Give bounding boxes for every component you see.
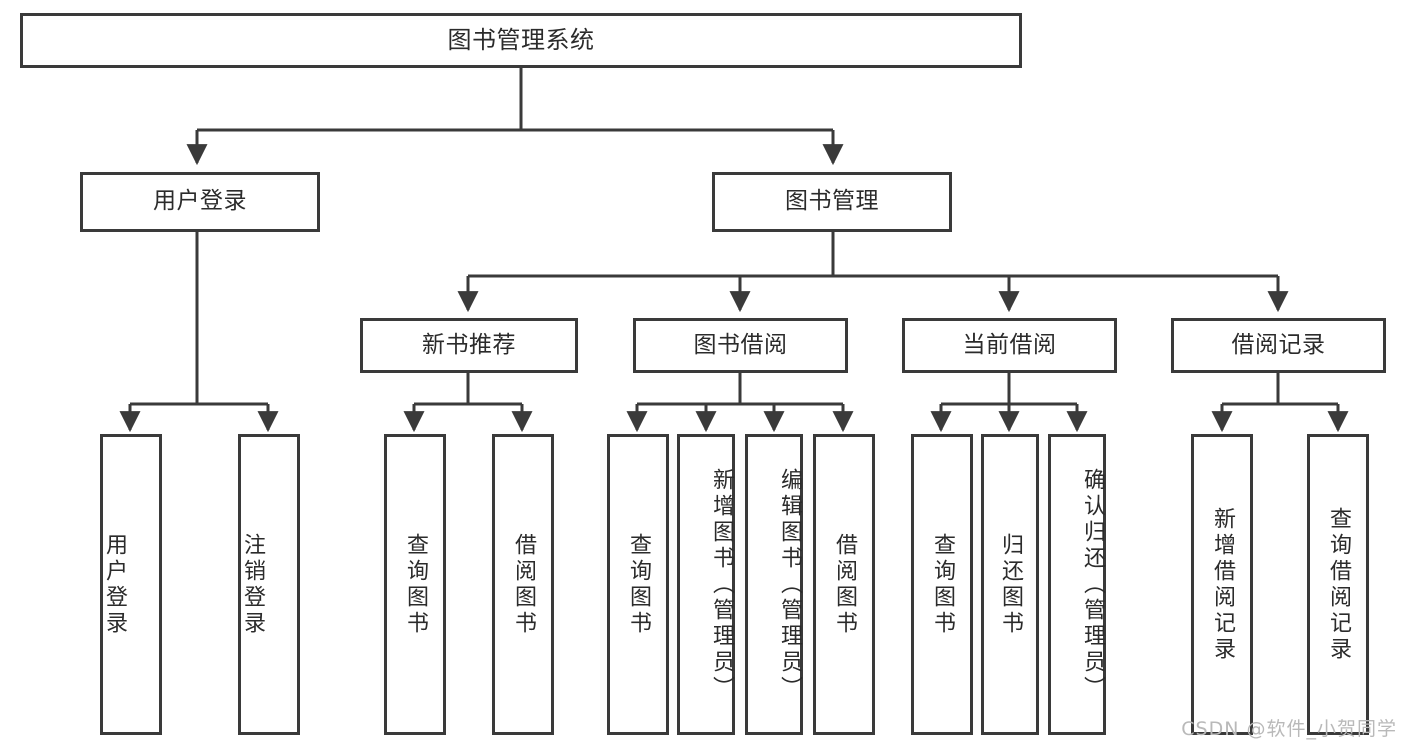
node-label: 确认归还（管理员） [1080,467,1105,702]
node-label: 当前借阅 [962,331,1057,358]
node-label: 注销登录 [240,532,265,637]
leaf-current-query-book[interactable]: 查询图书 [911,434,973,735]
leaf-borrow-borrow-book[interactable]: 借阅图书 [813,434,875,735]
node-current-borrow[interactable]: 当前借阅 [902,318,1117,373]
leaf-record-add-record[interactable]: 新增借阅记录 [1191,434,1253,735]
leaf-new-book-borrow[interactable]: 借阅图书 [492,434,554,735]
leaf-user-login-login[interactable]: 用户登录 [100,434,162,735]
node-label: 新增图书（管理员） [709,467,734,702]
node-new-book-recommend[interactable]: 新书推荐 [360,318,578,373]
node-label: 新书推荐 [422,331,516,358]
node-label: 查询图书 [930,532,955,637]
node-label: 归还图书 [998,532,1023,637]
node-root-system[interactable]: 图书管理系统 [20,13,1022,68]
node-label: 查询图书 [403,532,428,637]
node-borrow-record[interactable]: 借阅记录 [1171,318,1386,373]
node-user-login[interactable]: 用户登录 [80,172,320,232]
leaf-new-book-query[interactable]: 查询图书 [384,434,446,735]
node-label: 用户登录 [102,532,127,637]
node-book-borrow[interactable]: 图书借阅 [633,318,848,373]
node-label: 用户登录 [153,188,247,215]
leaf-record-query-record[interactable]: 查询借阅记录 [1307,434,1369,735]
leaf-borrow-add-book-admin[interactable]: 新增图书（管理员） [677,434,735,735]
node-label: 借阅图书 [832,532,857,637]
leaf-current-return-book[interactable]: 归还图书 [981,434,1039,735]
node-book-management[interactable]: 图书管理 [712,172,952,232]
leaf-borrow-edit-book-admin[interactable]: 编辑图书（管理员） [745,434,803,735]
node-label: 图书管理系统 [447,26,595,55]
leaf-current-confirm-return-admin[interactable]: 确认归还（管理员） [1048,434,1106,735]
node-label: 图书管理 [785,188,879,215]
watermark-text: CSDN @软件_小贺同学 [1181,718,1397,740]
node-label: 编辑图书（管理员） [777,467,802,702]
leaf-borrow-query-book[interactable]: 查询图书 [607,434,669,735]
node-label: 新增借阅记录 [1210,506,1235,663]
node-label: 借阅图书 [511,532,536,637]
node-label: 图书借阅 [693,331,788,358]
node-label: 借阅记录 [1231,331,1326,358]
leaf-user-login-logout[interactable]: 注销登录 [238,434,300,735]
node-label: 查询借阅记录 [1326,506,1351,663]
node-label: 查询图书 [626,532,651,637]
